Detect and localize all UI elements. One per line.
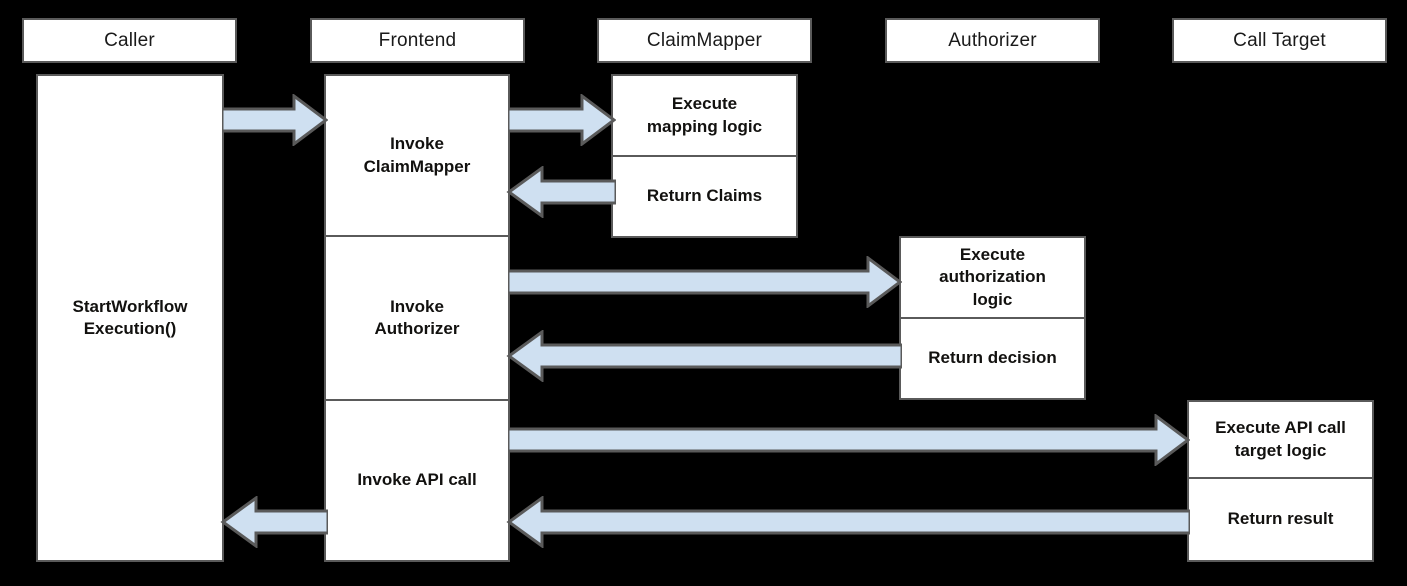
activation-claimmapper-return-claims: Return Claims [611, 156, 798, 238]
lifeline-header-caller: Caller [22, 18, 237, 63]
activation-frontend-invoke-api-call-label: Invoke API call [357, 470, 477, 490]
message-arrow-authorizer-to-frontend [506, 330, 902, 382]
message-arrow-frontend-to-caller [220, 496, 328, 548]
message-arrow-calltarget-to-frontend [506, 496, 1190, 548]
activation-calltarget-return-result-label: Return result [1227, 509, 1334, 529]
activation-claimmapper-return-claims-label: Return Claims [646, 186, 763, 206]
message-arrow-frontend-to-calltarget [508, 414, 1190, 466]
lifeline-header-calltarget-label: Call Target [1233, 29, 1326, 51]
lifeline-header-calltarget: Call Target [1172, 18, 1387, 63]
activation-authorizer-return-decision: Return decision [899, 318, 1086, 400]
lifeline-header-claimmapper-label: ClaimMapper [646, 29, 763, 51]
lifeline-header-frontend-label: Frontend [378, 29, 457, 51]
activation-frontend-invoke-api-call: Invoke API call [324, 400, 510, 562]
activation-authorizer-return-decision-label: Return decision [928, 348, 1057, 368]
lifeline-header-claimmapper: ClaimMapper [597, 18, 812, 63]
lifeline-header-frontend: Frontend [310, 18, 525, 63]
lifeline-header-authorizer: Authorizer [885, 18, 1100, 63]
message-arrow-frontend-to-claimmapper [508, 94, 616, 146]
message-arrow-frontend-to-authorizer [508, 256, 902, 308]
activation-calltarget-return-result: Return result [1187, 478, 1374, 562]
lifeline-header-caller-label: Caller [104, 29, 155, 51]
message-arrow-claimmapper-to-frontend [506, 166, 616, 218]
lifeline-header-authorizer-label: Authorizer [948, 29, 1037, 51]
message-arrow-caller-to-frontend [222, 94, 328, 146]
